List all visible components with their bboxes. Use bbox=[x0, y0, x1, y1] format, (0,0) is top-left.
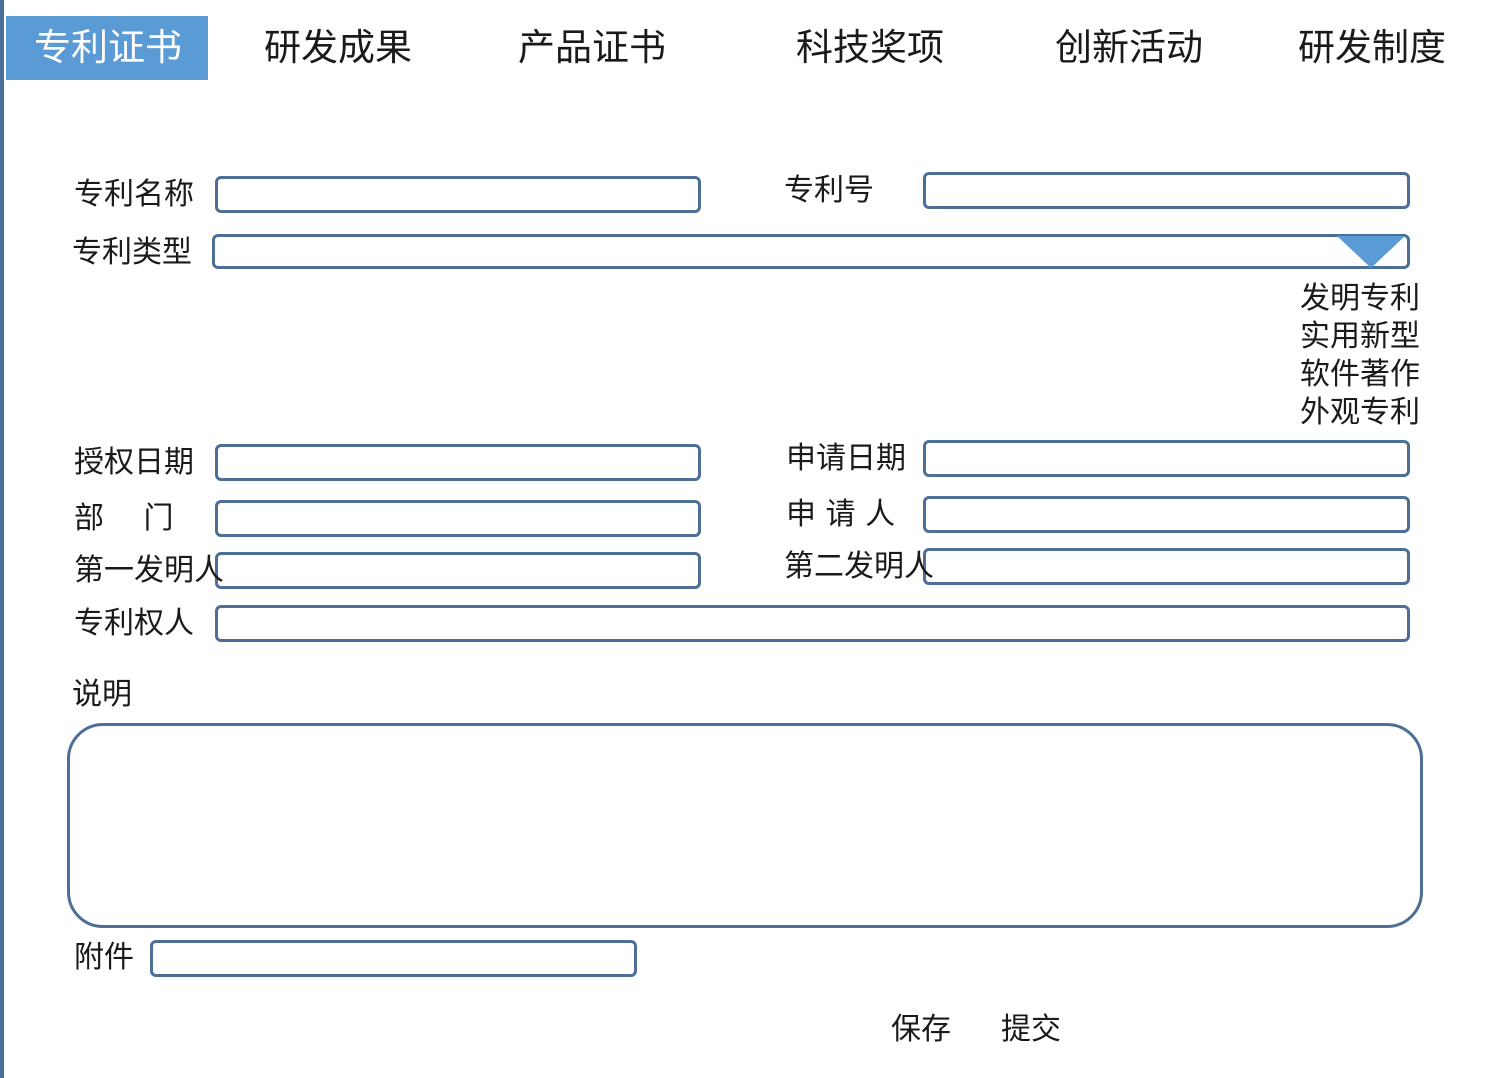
patent-number-label: 专利号 bbox=[784, 173, 874, 208]
patent-name-input[interactable] bbox=[215, 176, 701, 213]
second-inventor-label: 第二发明人 bbox=[784, 549, 934, 584]
tab-innovation-activities[interactable]: 创新活动 bbox=[1055, 26, 1203, 69]
tab-patent-certificate[interactable]: 专利证书 bbox=[6, 16, 208, 80]
patent-number-input[interactable] bbox=[923, 172, 1410, 209]
attachment-label: 附件 bbox=[74, 940, 134, 975]
apply-date-input[interactable] bbox=[923, 440, 1410, 477]
patent-type-option[interactable]: 发明专利 bbox=[1300, 281, 1420, 316]
description-label: 说明 bbox=[72, 677, 132, 712]
patent-type-option[interactable]: 外观专利 bbox=[1300, 395, 1420, 430]
tab-rd-policies[interactable]: 研发制度 bbox=[1298, 26, 1446, 69]
submit-button[interactable]: 提交 bbox=[1001, 1012, 1061, 1047]
grant-date-input[interactable] bbox=[215, 444, 701, 481]
description-textarea[interactable] bbox=[67, 723, 1423, 928]
left-border-rule bbox=[0, 0, 4, 1078]
tab-product-certificate[interactable]: 产品证书 bbox=[518, 26, 666, 69]
department-input[interactable] bbox=[215, 500, 701, 537]
patent-type-option[interactable]: 实用新型 bbox=[1300, 319, 1420, 354]
first-inventor-label: 第一发明人 bbox=[74, 553, 224, 588]
patent-type-select[interactable] bbox=[212, 234, 1410, 269]
patent-type-label: 专利类型 bbox=[72, 235, 192, 270]
dropdown-arrow-icon[interactable] bbox=[1337, 236, 1405, 268]
patentee-input[interactable] bbox=[215, 605, 1410, 642]
patentee-label: 专利权人 bbox=[74, 606, 194, 641]
applicant-label: 申 请 人 bbox=[786, 497, 896, 532]
department-label: 部 门 bbox=[74, 501, 174, 536]
second-inventor-input[interactable] bbox=[923, 548, 1410, 585]
patent-name-label: 专利名称 bbox=[74, 177, 194, 212]
save-button[interactable]: 保存 bbox=[891, 1012, 951, 1047]
tab-rd-results[interactable]: 研发成果 bbox=[264, 26, 412, 69]
apply-date-label: 申请日期 bbox=[786, 441, 906, 476]
patent-type-option[interactable]: 软件著作 bbox=[1300, 357, 1420, 392]
grant-date-label: 授权日期 bbox=[74, 445, 194, 480]
attachment-input[interactable] bbox=[150, 940, 637, 977]
first-inventor-input[interactable] bbox=[215, 552, 701, 589]
applicant-input[interactable] bbox=[923, 496, 1410, 533]
tab-tech-awards[interactable]: 科技奖项 bbox=[796, 26, 944, 69]
